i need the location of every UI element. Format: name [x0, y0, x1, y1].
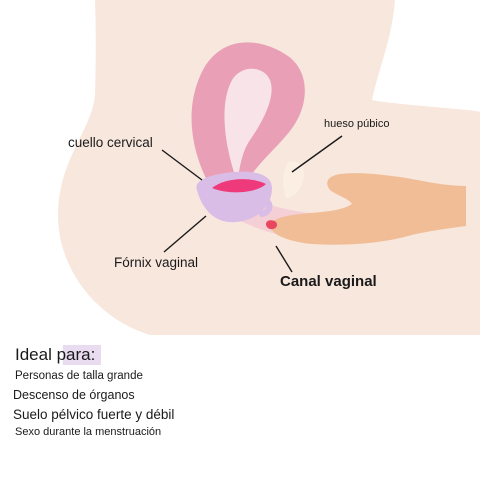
fingernail — [266, 220, 278, 230]
cervix-label: cuello cervical — [68, 135, 153, 150]
fornix-leader — [163, 215, 207, 253]
vaginal-canal-label: Canal vaginal — [280, 273, 377, 290]
ideal-list-item: Sexo durante la menstruación — [15, 426, 162, 438]
pubic-leader — [291, 135, 343, 173]
anatomy-illustration — [58, 0, 480, 335]
body-silhouette — [58, 0, 480, 335]
fornix-label: Fórnix vaginal — [114, 255, 199, 270]
hand — [270, 173, 466, 245]
cervix-leader — [161, 149, 203, 181]
ideal-list-item: Suelo pélvico fuerte y débil — [13, 407, 175, 422]
ideal-list-item: Descenso de órganos — [13, 388, 135, 402]
uterine-cavity — [224, 68, 272, 178]
pubic-bone — [283, 161, 305, 198]
cup-fluid — [212, 179, 266, 193]
ideal-title: Ideal para: — [15, 345, 102, 365]
cup-stem — [259, 197, 273, 217]
canal-leader — [275, 245, 293, 273]
pubic-bone-label: hueso púbico — [324, 118, 390, 130]
ideal-for-section: Ideal para: Personas de talla grande Des… — [0, 340, 480, 480]
ideal-list-item: Personas de talla grande — [15, 370, 143, 382]
